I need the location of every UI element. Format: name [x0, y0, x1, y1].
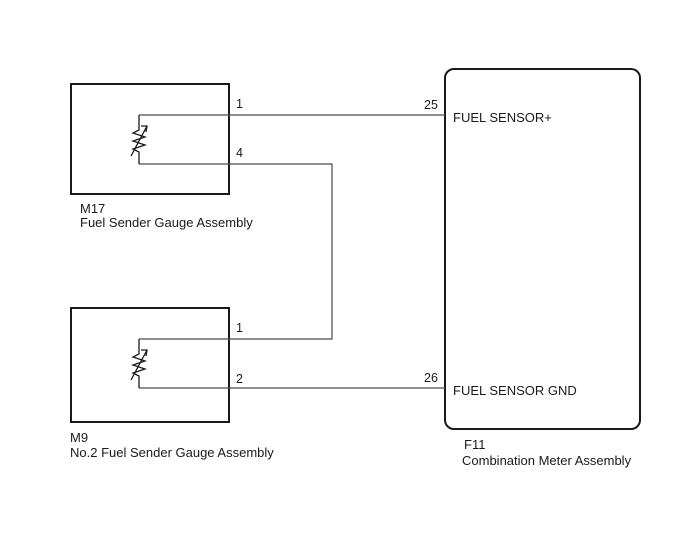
f11-fuel-sensor-gnd-label: FUEL SENSOR GND: [453, 383, 577, 398]
m17-name-label: Fuel Sender Gauge Assembly: [80, 215, 253, 230]
m17-box: [70, 83, 230, 195]
m9-name-label: No.2 Fuel Sender Gauge Assembly: [70, 445, 274, 460]
m9-pin-2-label: 2: [236, 372, 243, 386]
f11-pin-26-label: 26: [424, 371, 438, 385]
wire-m17-pin4-to-m9-pin1: [139, 163, 333, 340]
m17-variable-resistor-icon: [130, 115, 148, 164]
m17-code-label: M17: [80, 201, 105, 216]
f11-box: [444, 68, 641, 430]
f11-pin-25-label: 25: [424, 98, 438, 112]
m9-box: [70, 307, 230, 423]
m9-component: 1 2 M9 No.2 Fuel Sender Gauge Assembly: [70, 307, 274, 460]
m17-pin-4-label: 4: [236, 146, 243, 160]
f11-name-label: Combination Meter Assembly: [462, 453, 632, 468]
f11-code-label: F11: [464, 437, 485, 452]
m17-component: 1 4 M17 Fuel Sender Gauge Assembly: [70, 83, 253, 230]
m17-pin-1-label: 1: [236, 97, 243, 111]
m9-variable-resistor-icon: [130, 339, 148, 388]
f11-component: 25 FUEL SENSOR+ 26 FUEL SENSOR GND F11 C…: [424, 68, 641, 468]
m9-code-label: M9: [70, 430, 88, 445]
m9-pin-1-label: 1: [236, 321, 243, 335]
f11-fuel-sensor-plus-label: FUEL SENSOR+: [453, 110, 552, 125]
